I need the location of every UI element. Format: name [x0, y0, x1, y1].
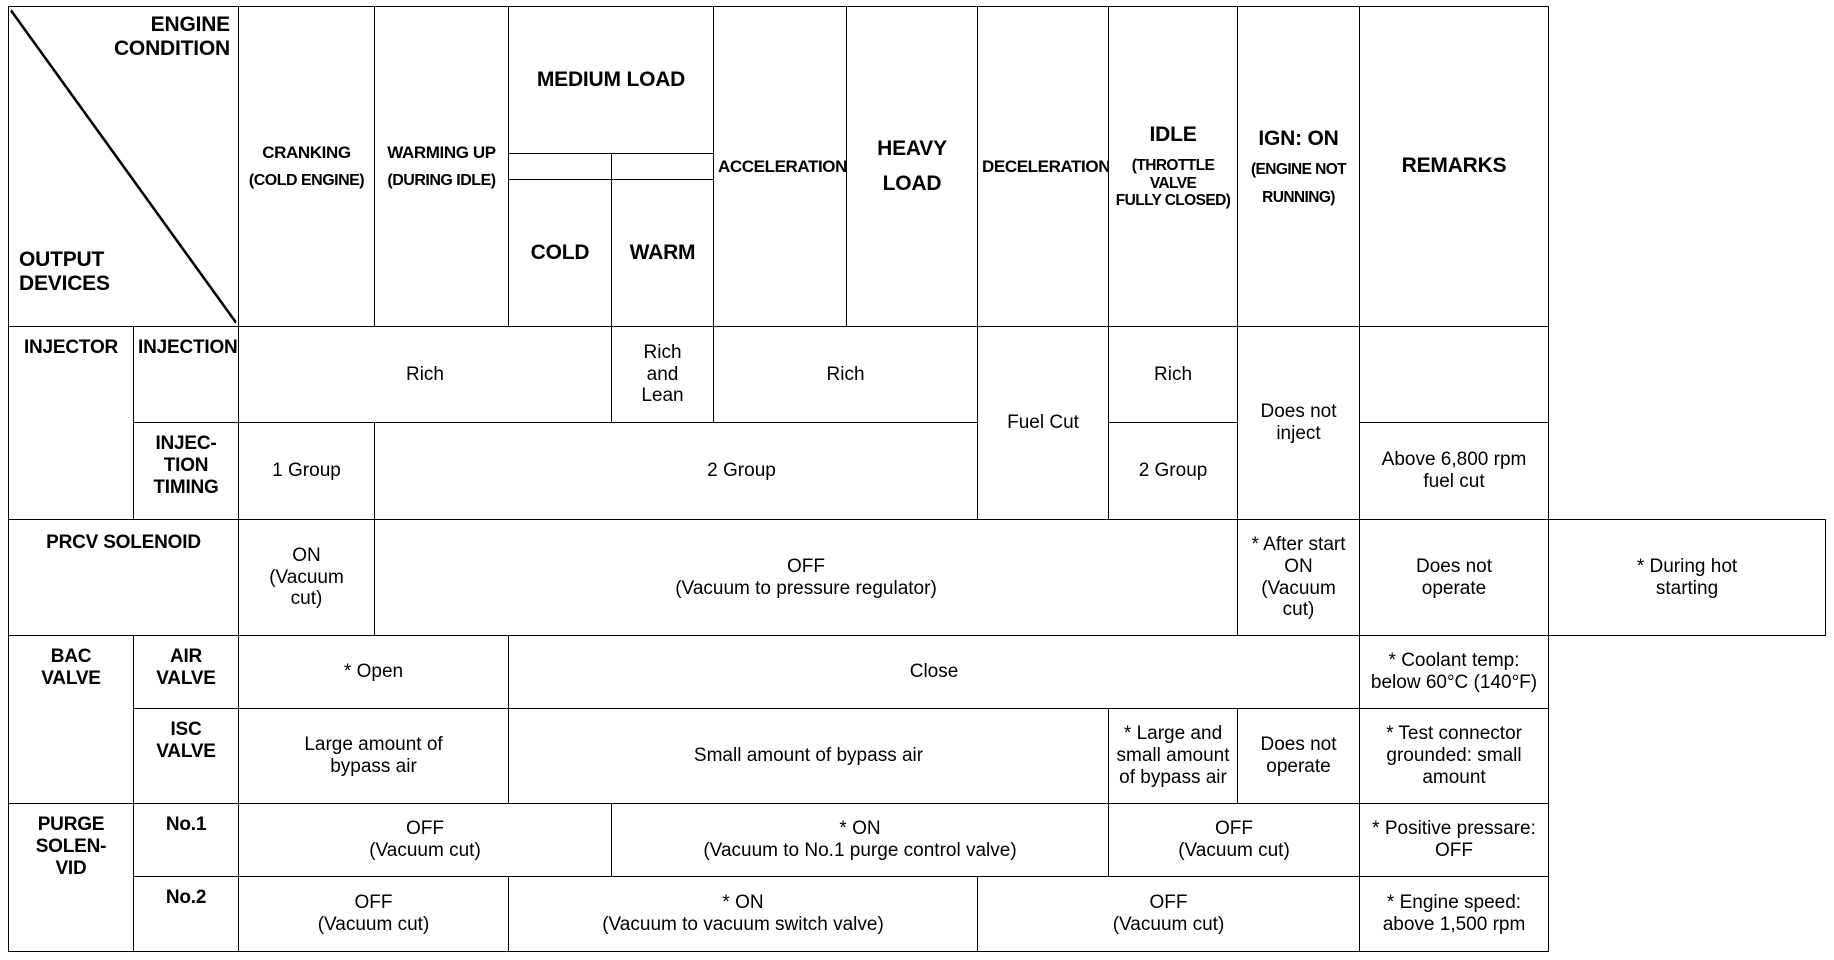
cell-injection-ign-on: Does not inject: [1237, 326, 1361, 520]
cell-isc-idle: * Large and small amount of bypass air: [1108, 708, 1239, 804]
cell-purge-no1-on: * ON (Vacuum to No.1 purge control valve…: [610, 803, 1110, 877]
engine-condition-output-devices-table: ENGINE CONDITION OUTPUT DEVICES CRANKING…: [8, 5, 1826, 952]
cell-prcv-off: OFF (Vacuum to pressure regulator): [373, 519, 1239, 636]
cell-injection-rich-and-lean: Rich and Lean: [610, 326, 715, 423]
cell-purge-no1-remarks: * Positive pressare: OFF: [1359, 803, 1550, 877]
column-header-medium-load-warm: WARM: [610, 178, 715, 328]
medium-load-spacer-cold: [508, 153, 612, 180]
header-row-2: [9, 153, 1826, 180]
cell-timing-two-group: 2 Group: [373, 422, 1110, 520]
row-label-isc-valve: ISC VALVE: [133, 708, 239, 804]
column-header-acceleration: ACCELERATION: [713, 6, 848, 327]
cell-timing-idle-two-group: 2 Group: [1108, 422, 1239, 520]
cell-isc-large-amount: Large amount of bypass air: [238, 708, 509, 804]
row-label-air-valve: AIR VALVE: [133, 635, 239, 709]
cell-prcv-ign-on: Does not operate: [1359, 519, 1550, 636]
cell-injection-rich-mid: Rich: [713, 326, 979, 423]
table-row-prcv-solenoid: PRCV SOLENOID ON (Vacuum cut) OFF (Vacuu…: [8, 519, 1826, 636]
output-devices-label: OUTPUT DEVICES: [19, 247, 110, 295]
cell-injection-idle-rich: Rich: [1108, 326, 1239, 423]
table-row-injection-timing: INJEC- TION TIMING 1 Group 2 Group 2 Gro…: [9, 422, 1826, 520]
row-label-purge-no1: No.1: [133, 803, 239, 877]
cell-purge-no1-off-left: OFF (Vacuum cut): [238, 803, 612, 877]
cell-injection-remarks: [1359, 326, 1550, 423]
cell-isc-remarks: * Test connector grounded: small amount: [1359, 708, 1550, 804]
diagonal-divider-icon: [10, 9, 237, 324]
cell-prcv-remarks: * During hot starting: [1548, 519, 1826, 636]
cell-purge-no2-off-left: OFF (Vacuum cut): [238, 876, 509, 952]
cell-prcv-cranking: ON (Vacuum cut): [238, 519, 375, 636]
row-label-injection-timing: INJEC- TION TIMING: [133, 422, 239, 520]
cell-prcv-idle: * After start ON (Vacuum cut): [1237, 519, 1361, 636]
column-header-medium-load-cold: COLD: [508, 178, 612, 328]
cell-isc-small-amount: Small amount of bypass air: [507, 708, 1110, 804]
column-header-medium-load: MEDIUM LOAD: [507, 5, 715, 155]
row-label-injection: INJECTION: [133, 326, 239, 423]
header-row-3: COLD WARM: [9, 178, 1826, 328]
cell-injection-rich-left: Rich: [238, 326, 612, 423]
table-row-injection: INJECTOR INJECTION Rich Rich and Lean Ri…: [8, 326, 1826, 520]
row-label-prcv-solenoid: PRCV SOLENOID: [8, 519, 239, 636]
column-header-heavy-load: HEAVY LOAD: [846, 6, 979, 327]
row-group-label-injector: INJECTOR: [8, 326, 134, 520]
column-header-idle: IDLE (THROTTLE VALVE FULLY CLOSED): [1108, 6, 1239, 327]
column-header-warming-up: WARMING UP (DURING IDLE): [374, 6, 509, 327]
cell-purge-no2-off-right: OFF (Vacuum cut): [977, 876, 1361, 952]
table-row-purge-no2: No.2 OFF (Vacuum cut) * ON (Vacuum to va…: [9, 876, 1826, 952]
row-label-purge-no2: No.2: [133, 876, 239, 952]
header-row-1: ENGINE CONDITION OUTPUT DEVICES CRANKING…: [8, 5, 1826, 327]
cell-isc-ign-on: Does not operate: [1237, 708, 1361, 804]
table-row-purge-no1: PURGE SOLEN- VID No.1 OFF (Vacuum cut) *…: [8, 803, 1826, 952]
column-header-ign-on: IGN: ON (ENGINE NOT RUNNING): [1237, 6, 1361, 327]
column-header-deceleration: DECELERATION: [977, 6, 1110, 327]
cell-timing-remarks: Above 6,800 rpm fuel cut: [1359, 422, 1550, 520]
table-row-air-valve: BAC VALVE AIR VALVE * Open Close * Coola…: [8, 635, 1826, 804]
engine-condition-label: ENGINE CONDITION: [113, 13, 230, 61]
cell-air-valve-close: Close: [507, 635, 1361, 709]
row-group-label-purge-solenoid: PURGE SOLEN- VID: [8, 803, 134, 952]
column-header-remarks: REMARKS: [1359, 6, 1550, 327]
cell-air-valve-open: * Open: [238, 635, 509, 709]
table-row-isc-valve: ISC VALVE Large amount of bypass air Sma…: [9, 708, 1826, 804]
column-header-cranking: CRANKING (COLD ENGINE): [238, 6, 375, 327]
cell-air-valve-remarks: * Coolant temp: below 60°C (140°F): [1359, 635, 1550, 709]
row-group-label-bac-valve: BAC VALVE: [8, 635, 134, 804]
corner-header-cell: ENGINE CONDITION OUTPUT DEVICES: [8, 6, 239, 327]
cell-purge-no2-remarks: * Engine speed: above 1,500 rpm: [1359, 876, 1550, 952]
cell-purge-no2-on: * ON (Vacuum to vacuum switch valve): [507, 876, 979, 952]
cell-timing-one-group: 1 Group: [238, 422, 375, 520]
medium-load-spacer-warm: [610, 153, 715, 180]
cell-purge-no1-off-right: OFF (Vacuum cut): [1108, 803, 1361, 877]
